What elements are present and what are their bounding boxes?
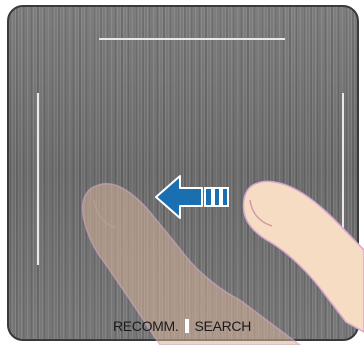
recommend-label: RECOMM. bbox=[113, 318, 179, 334]
search-label: SEARCH bbox=[195, 318, 252, 334]
gesture-hint-labels: RECOMM. SEARCH bbox=[0, 318, 364, 334]
swipe-left-arrow-icon bbox=[154, 174, 232, 220]
label-separator bbox=[185, 319, 189, 333]
